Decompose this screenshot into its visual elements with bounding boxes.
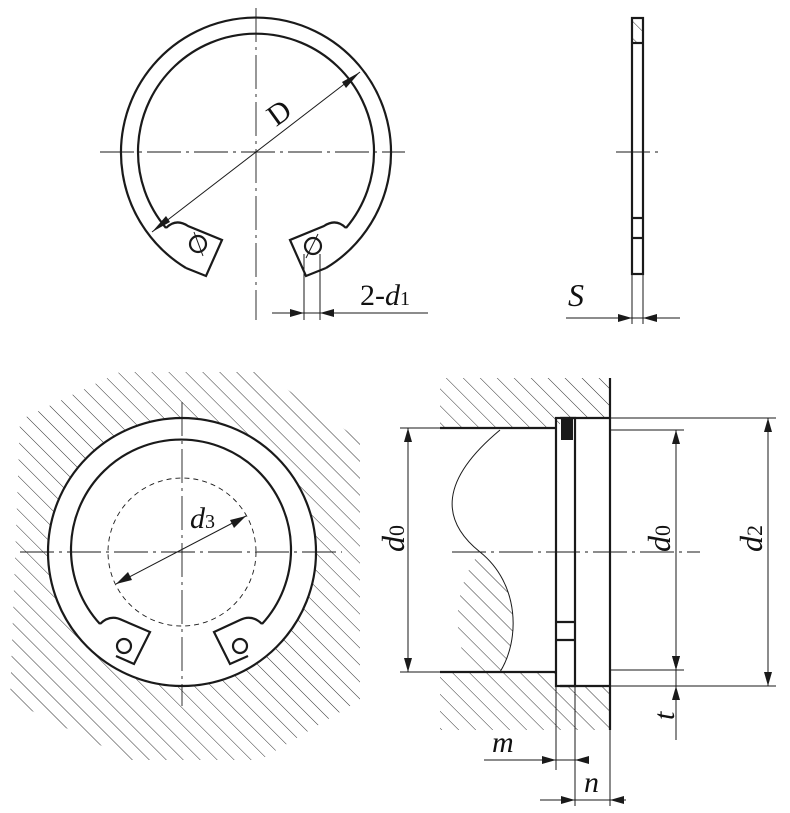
label-d2-sub: 2 <box>742 525 767 536</box>
label-d2-var: d <box>733 535 769 552</box>
dim-t-arrow-bottom <box>672 686 680 700</box>
label-m: m <box>492 726 514 759</box>
dim-m-arrow-b <box>575 756 589 764</box>
dim-m-arrow-a <box>542 756 556 764</box>
label-d0-left: d0 <box>375 525 411 552</box>
dim-d2-arrow-top <box>764 418 772 432</box>
label-d3-var: d <box>190 502 206 535</box>
dim-S-arrow-a <box>618 314 632 322</box>
right-lug-hole <box>303 236 323 256</box>
installed-left-hole <box>115 637 133 655</box>
ring-side-view: S <box>566 16 680 324</box>
left-lug <box>165 221 224 278</box>
left-hole-centerline <box>193 231 204 257</box>
label-t: t <box>648 711 681 720</box>
label-d0-right: d0 <box>641 525 677 552</box>
dim-D-arrow-b <box>342 72 360 88</box>
label-2-d1-prefix: 2- <box>360 279 385 312</box>
dim-d0-arrow-bottom <box>404 658 412 672</box>
dim-d0b-arrow-top <box>672 430 680 444</box>
side-section-hatch <box>633 19 642 43</box>
label-2-d1-sub: 1 <box>400 288 410 310</box>
installed-right-lug <box>212 616 263 666</box>
installed-right-hole <box>231 637 249 655</box>
label-D: D <box>261 93 298 132</box>
label-2-d1-var: d <box>385 279 401 312</box>
dim-d1-arrow-b <box>320 309 334 317</box>
installed-ring-view: d3 <box>10 372 360 760</box>
dim-d3-arrow-a <box>116 572 132 584</box>
groove-section-view: d0 d0 d2 t m n <box>375 378 776 806</box>
dim-d3-arrow-b <box>230 516 246 528</box>
installed-left-lug <box>99 616 152 666</box>
dim-d0-arrow-top <box>404 428 412 442</box>
installed-ring-inner <box>69 438 293 625</box>
ring-front-view: D 2-d1 <box>100 8 428 320</box>
label-d3-sub: 3 <box>205 511 215 533</box>
housing-top-hatch <box>440 378 610 428</box>
label-d0-right-sub: 0 <box>650 525 675 536</box>
label-d0-left-var: d <box>375 535 411 552</box>
label-d0-right-var: d <box>641 535 677 552</box>
label-d0-left-sub: 0 <box>384 525 409 536</box>
ring-outer-edge <box>119 16 393 269</box>
dim-n-arrow-a <box>561 796 575 804</box>
label-S: S <box>568 277 584 313</box>
housing-hatch <box>10 372 360 760</box>
dim-d2-arrow-bottom <box>764 672 772 686</box>
dim-D-arrow-a <box>152 216 170 232</box>
shaft-section-hatch <box>457 552 514 672</box>
dim-S-arrow-b <box>643 314 657 322</box>
label-n: n <box>584 766 599 799</box>
side-ring-outline <box>630 16 645 276</box>
dim-t-arrow-top <box>672 656 680 670</box>
dim-d1-arrow-a <box>290 309 304 317</box>
right-hole-centerline <box>305 233 319 259</box>
left-lug-hole <box>188 234 208 254</box>
dim-n-arrow-b <box>610 796 624 804</box>
label-d2: d2 <box>733 525 769 552</box>
label-2-d1: 2-d1 <box>360 279 410 312</box>
housing-bottom-hatch <box>440 672 610 730</box>
dim-d3-line <box>115 515 247 585</box>
ring-inner-edge <box>136 32 376 229</box>
dim-D-line <box>151 71 361 233</box>
ring-section-fill <box>561 418 573 440</box>
right-lug <box>288 221 347 278</box>
label-d3: d3 <box>190 502 215 535</box>
d3-clearance-circle <box>107 477 257 627</box>
